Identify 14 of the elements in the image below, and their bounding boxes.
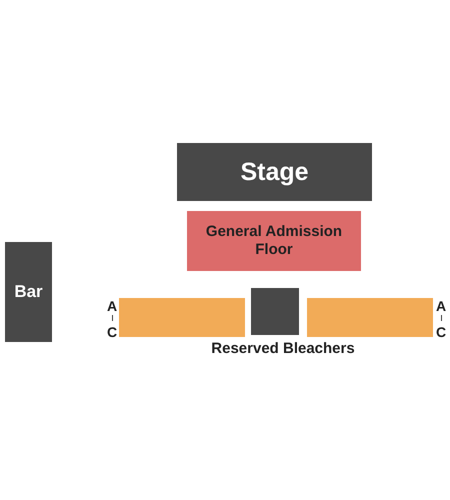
row-letter: C [436,325,446,339]
section-name: Reserved Bleachers [211,341,355,356]
section-block [177,143,372,201]
section-block [187,211,361,271]
section-label: Bar [14,282,43,302]
row-letter: A [436,299,446,313]
section-block [5,242,52,342]
mixing-booth [251,288,299,335]
section-label: General Admission Floor [204,223,344,259]
seating-section [119,298,245,337]
row-letter: A [106,299,118,313]
section-label: Stage [240,157,309,187]
row-letter: C [106,325,118,339]
seating-section [307,298,433,337]
